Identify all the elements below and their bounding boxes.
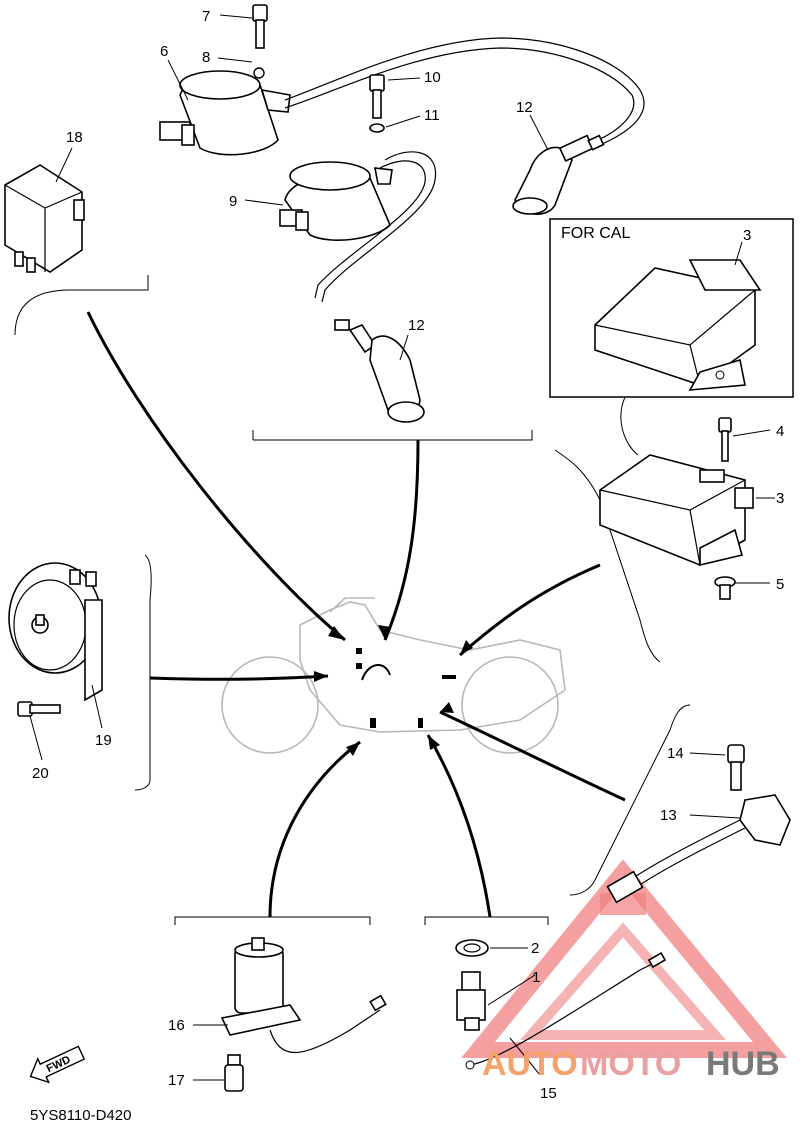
watermark-auto: AUTO [482,1045,578,1083]
callout-19: 19 [95,732,112,749]
callout-18: 18 [66,129,83,146]
neutral-switch-icon [456,951,667,1070]
watermark-moto: MOTO [580,1045,681,1083]
callout-13: 13 [660,807,677,824]
callout-4: 4 [776,423,784,440]
callout-9: 9 [229,193,237,210]
callout-16: 16 [168,1017,185,1034]
watermark-hub: HUB [706,1045,780,1083]
horn-icon [8,562,103,702]
sensor-icon [606,744,791,904]
cdi-unit-icon [599,454,754,567]
callout-11: 11 [424,107,440,124]
callout-5: 5 [776,576,784,593]
callout-10: 10 [424,69,441,86]
callout-3: 3 [776,490,784,507]
ignition-coil-icon [159,37,645,156]
watermark-triangle-icon [461,859,787,1058]
bolt-icon [252,4,268,49]
callout-2: 2 [531,940,539,957]
callout-12-upper: 12 [516,99,533,116]
ignition-coil-icon [279,151,437,303]
callout-15: 15 [540,1085,557,1102]
callout-7: 7 [202,8,210,25]
bolt-icon [17,701,61,717]
callout-17: 17 [168,1072,185,1089]
watermark: AUTO MOTO HUB [482,1045,780,1083]
starter-relay-icon [220,937,387,1053]
callout-12-lower: 12 [408,317,425,334]
screw-icon [718,417,732,462]
bolt-icon [224,1054,244,1092]
for-cal-label: FOR CAL [561,225,630,242]
fwd-label: FWD [45,1054,73,1075]
part-code: 5YS8110-D420 [30,1107,131,1124]
callout-1: 1 [532,969,540,986]
fwd-arrow-icon: FWD [29,1045,86,1084]
spark-plug-cap-icon [334,319,425,423]
callout-14: 14 [667,745,684,762]
callout-8: 8 [202,49,210,66]
grommet-icon [714,576,736,600]
relay-unit-icon [4,164,85,273]
callout-3-box: 3 [743,227,751,244]
motorcycle-silhouette [221,597,566,754]
callout-20: 20 [32,765,49,782]
cdi-unit-icon [594,259,762,391]
washer-icon [455,939,489,957]
callout-6: 6 [160,43,168,60]
bolt-icon [369,74,385,133]
spark-plug-cap-icon [512,134,605,215]
